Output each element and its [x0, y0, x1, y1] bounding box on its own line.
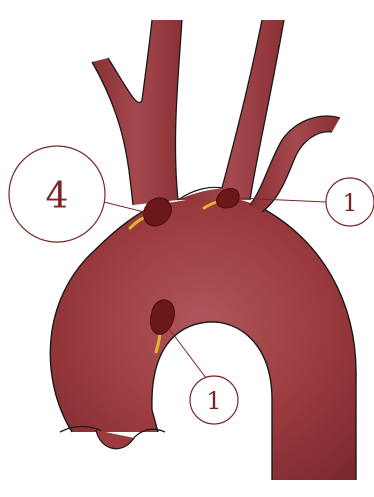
callout-label: 1	[206, 387, 221, 415]
arch-outer-wall	[50, 197, 356, 480]
callout-leader	[170, 330, 206, 378]
callout-label: 1	[342, 189, 357, 217]
brachiocephalic-trunk-body	[92, 20, 182, 205]
aortic-arch	[50, 197, 356, 480]
aortic-root-cusp	[96, 430, 134, 449]
callout-lower-center: 1	[170, 330, 238, 424]
brachiocephalic-trunk	[92, 20, 182, 205]
callout-leader	[238, 198, 326, 202]
callout-label: 4	[46, 176, 69, 217]
